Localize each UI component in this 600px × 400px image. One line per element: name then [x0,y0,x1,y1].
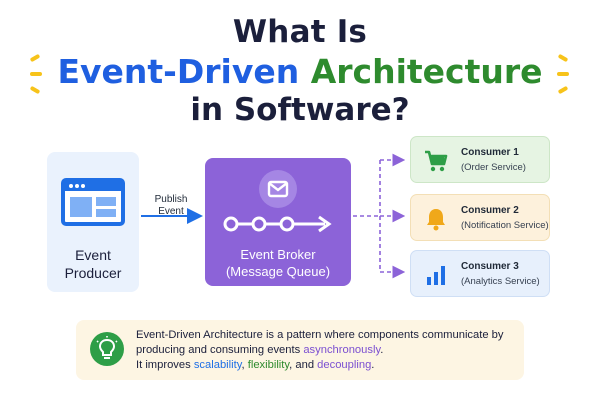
lightbulb-icon [90,332,124,366]
title-line-3: in Software? [190,92,410,128]
bar-chart-icon [427,266,445,285]
consumer-name: Consumer 3 [461,261,519,272]
consumer-name: Consumer 1 [461,147,519,158]
bell-icon [427,209,445,231]
consumer-card-2: Consumer 2 (Notification Service) [410,194,550,241]
producer-label-line1: Event [75,247,111,263]
info-text-c: It improves [136,359,194,371]
shopping-cart-icon [425,150,448,172]
broker-label-line1: Event Broker [240,247,316,262]
broker-label-line2: (Message Queue) [225,264,331,279]
title-line-2: Event-Driven Architecture [0,52,600,91]
publish-label-line1: Publish [154,194,188,205]
consumer-service: (Notification Service) [461,220,549,231]
info-text-a: Event-Driven Architecture is a pattern w… [136,329,504,356]
consumer-service: (Analytics Service) [461,276,540,287]
consumer-name: Consumer 2 [461,205,519,216]
info-asynchronously: asynchronously [303,344,381,356]
title-line-1: What Is [232,14,368,50]
info-text-d: . [371,359,375,371]
info-decoupling: decoupling [317,359,372,371]
event-broker-box: Event Broker (Message Queue) [205,158,351,286]
mail-icon [259,170,297,208]
info-flexibility: flexibility [247,359,290,371]
title-architecture: Architecture [310,52,543,91]
consumer-card-3: Consumer 3 (Analytics Service) [410,250,550,297]
info-scalability: scalability [193,359,242,371]
consumer-service: (Order Service) [461,162,526,173]
info-text: Event-Driven Architecture is a pattern w… [136,328,516,373]
info-sep1: , [241,359,248,371]
publish-event-label: Publish Event [146,194,196,218]
event-producer-box: Event Producer [47,152,139,292]
publish-label-line2: Event [158,206,184,217]
info-box: Event-Driven Architecture is a pattern w… [76,320,524,380]
event-flow-icon [223,215,332,233]
fanout-dashed-arrows [353,153,406,279]
consumer-card-1: Consumer 1 (Order Service) [410,136,550,183]
browser-window-icon [61,178,125,226]
info-text-b: . [380,344,384,356]
producer-label-line2: Producer [64,265,122,281]
title-event-driven: Event-Driven [57,52,300,91]
info-sep2: , and [289,359,318,371]
